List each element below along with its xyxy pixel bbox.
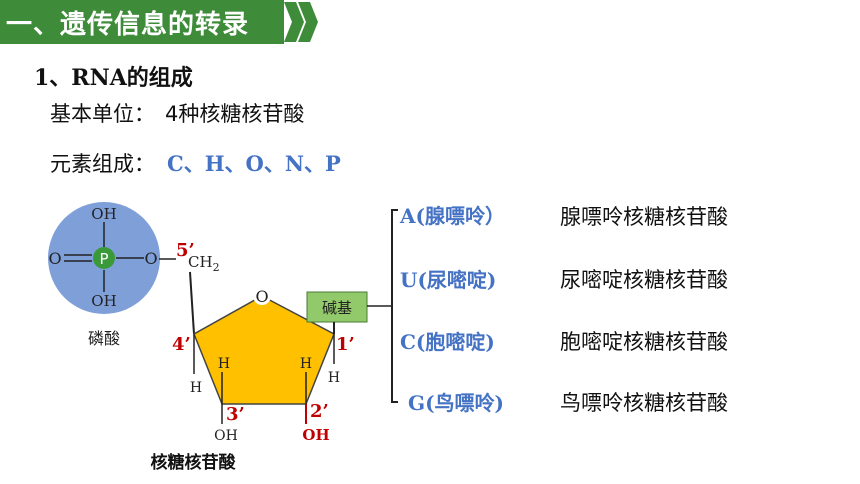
nucleotide-item-u: 尿嘧啶核糖核苷酸 <box>560 268 728 292</box>
phosphate-oh-bottom: OH <box>91 292 116 310</box>
nucleotide-item-g: 鸟嘌呤核糖核苷酸 <box>560 391 728 415</box>
ring-oxygen: O <box>255 287 268 306</box>
base-item-u: U(尿嘧啶) <box>400 268 497 292</box>
section-title: 1、RNA的组成 <box>34 65 193 91</box>
position-3-label: 3’ <box>226 404 245 425</box>
basic-unit-label: 基本单位： <box>50 102 155 126</box>
phosphorus-label: P <box>99 250 108 268</box>
phosphorus-atom <box>93 247 115 269</box>
position-1-label: 1’ <box>336 334 355 355</box>
position-5-label: 5’ <box>176 240 195 261</box>
base-item-c: C(胞嘧啶) <box>400 330 495 354</box>
base-item-g: G(鸟嘌呤) <box>408 391 505 415</box>
basic-unit-value: 4种核糖核苷酸 <box>165 102 305 126</box>
phosphate-oh-top: OH <box>91 205 116 223</box>
base-box <box>306 291 368 323</box>
phosphate-caption: 磷酸 <box>88 329 120 348</box>
nucleotide-item-c: 胞嘧啶核糖核苷酸 <box>560 330 728 354</box>
position-4-label: 4’ <box>172 334 191 355</box>
sugar-caption: 核糖核苷酸 <box>151 452 237 473</box>
chevron-decoration-icon <box>284 2 318 42</box>
phosphate-o-right: O <box>144 249 157 268</box>
nucleotide-item-a: 腺嘌呤核糖核苷酸 <box>560 205 728 229</box>
elements-label: 元素组成： <box>50 152 155 176</box>
h-3-top: H <box>218 356 230 372</box>
oh-2: OH <box>302 426 329 444</box>
oh-3: OH <box>214 428 238 444</box>
phosphate-o-left: O <box>48 249 61 268</box>
h-4-bottom: H <box>190 380 202 396</box>
ch2-label: CH2 <box>188 253 220 274</box>
h-1-bottom: H <box>328 370 340 386</box>
h-2-top: H <box>300 356 312 372</box>
header-bar: 一、遗传信息的转录 <box>0 0 284 44</box>
elements-value: C、H、O、N、P <box>167 151 341 176</box>
base-box-label: 碱基 <box>322 299 352 317</box>
position-2-label: 2’ <box>310 401 329 422</box>
ribose-ring <box>193 295 335 405</box>
base-item-a: A(腺嘌呤） <box>400 204 505 228</box>
page-title: 一、遗传信息的转录 <box>6 10 250 40</box>
base-bracket <box>391 209 398 403</box>
basic-unit-line: 基本单位： 4种核糖核苷酸 <box>50 98 304 128</box>
elements-line: 元素组成： C、H、O、N、P <box>50 148 341 178</box>
